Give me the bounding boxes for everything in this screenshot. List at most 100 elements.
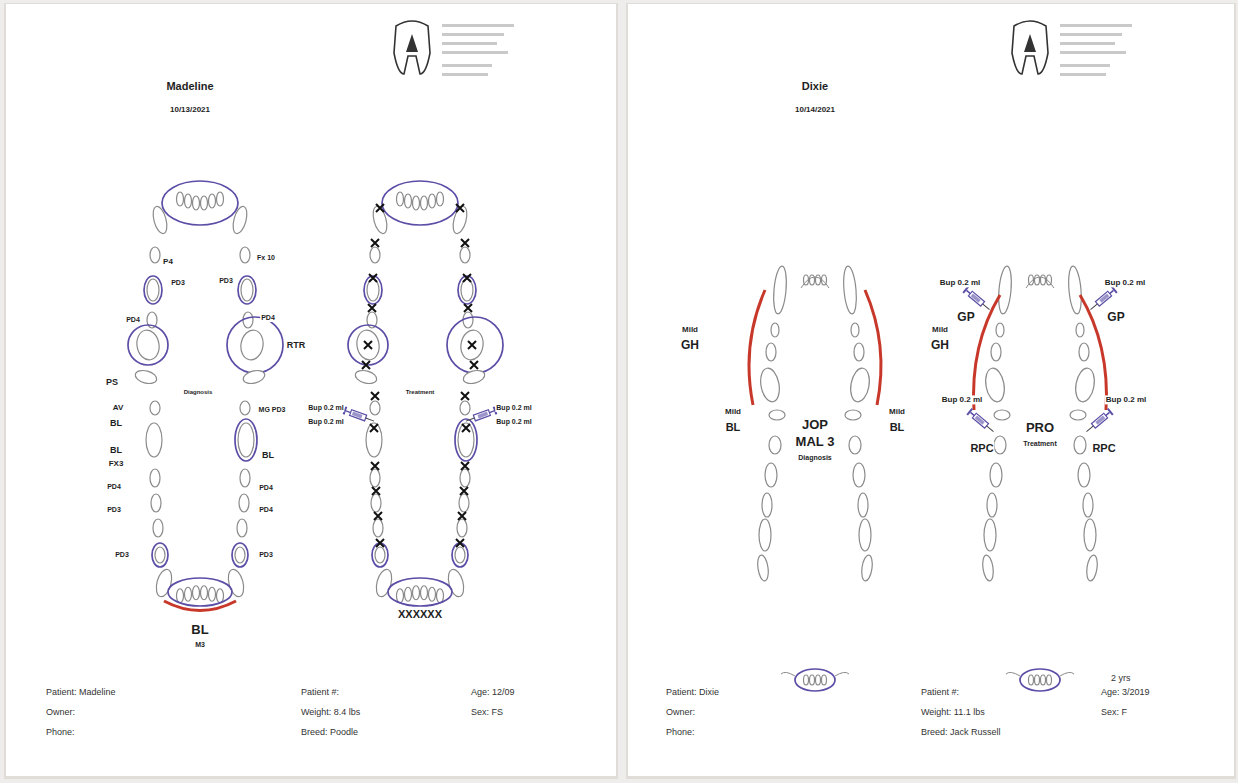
chart-annotation: Bup 0.2 ml: [495, 404, 532, 412]
tooth-outline: [243, 312, 253, 328]
chart-annotation: Diagnosis: [183, 389, 214, 396]
tooth-outline: [801, 277, 829, 288]
finding-circle: [128, 325, 168, 365]
chart-annotation: Mild: [681, 325, 699, 334]
tooth-outline: [413, 586, 420, 600]
footer-field: Age: 3/2019: [1100, 687, 1151, 697]
chart-annotation: PD3: [114, 551, 130, 559]
chart-annotation: PD4: [106, 483, 122, 491]
finding-circle: [168, 578, 232, 606]
tooth-outline: [1035, 675, 1040, 685]
extraction-mark: [370, 424, 378, 432]
chart-annotation: PD4: [258, 506, 274, 514]
tooth-outline: [240, 247, 250, 263]
tooth-outline: [1047, 675, 1052, 685]
tooth-outline: [370, 469, 380, 487]
tooth-outline: [756, 554, 770, 581]
tooth-outline: [437, 192, 444, 206]
tooth-outline: [851, 323, 859, 337]
tooth-outline: [758, 367, 782, 404]
finding-circle: [447, 317, 503, 373]
tooth-outline: [455, 547, 465, 563]
syringe-plunger: [1106, 412, 1110, 415]
extraction-mark: [463, 274, 471, 282]
tooth-outline: [771, 323, 779, 337]
syringe-barrel: [473, 410, 490, 421]
chart-annotation: XXXXXX: [397, 608, 443, 621]
extraction-mark: [461, 392, 469, 400]
tooth-outline: [239, 494, 249, 512]
chart-annotation: FX3: [108, 459, 125, 468]
footer-field: Sex: F: [1100, 707, 1128, 717]
extraction-mark: [376, 204, 384, 212]
chart-annotation: M3: [194, 641, 206, 649]
tooth-outline: [1074, 436, 1086, 454]
tooth-outline: [983, 367, 1007, 404]
extraction-mark: [371, 239, 379, 247]
patient-name: Madeline: [166, 80, 213, 93]
clinic-logo: [394, 21, 430, 74]
clinic-logo: [1012, 21, 1048, 74]
chart-page: Madeline10/13/2021: [6, 4, 616, 776]
tooth-outline: [1076, 323, 1084, 337]
clinic-address-bar: [1060, 73, 1106, 76]
tooth-outline: [146, 423, 162, 457]
syringe-plunger: [971, 412, 975, 415]
tooth-outline: [150, 401, 160, 415]
footer-field: Weight: 11.1 lbs: [920, 707, 986, 717]
clinic-logo: [1024, 34, 1036, 52]
finding-circle: [795, 669, 835, 691]
finding-circle: [162, 181, 238, 225]
chart-annotation: BL: [109, 445, 123, 455]
footer-field: Patient #:: [920, 687, 960, 697]
extraction-mark: [461, 239, 469, 247]
chart-annotation: Diagnosis: [797, 454, 832, 462]
syringe-fluid: [1095, 415, 1105, 424]
tooth-outline: [405, 587, 412, 601]
chart-annotation: Bup 0.2 ml: [307, 404, 344, 412]
tooth-outline: [201, 196, 208, 210]
chart-annotation: PD4: [258, 484, 274, 492]
tooth-outline: [458, 423, 474, 457]
tooth-outline: [1029, 675, 1034, 685]
tooth-outline: [766, 343, 776, 361]
syringe-plunger: [489, 411, 494, 413]
tooth-outline: [151, 494, 161, 512]
syringe-plunger: [966, 408, 973, 415]
tooth-outline: [460, 247, 470, 263]
chart-annotation: BL: [889, 421, 906, 434]
chart-annotation: RPC: [969, 442, 994, 455]
extraction-mark: [460, 487, 468, 495]
tooth-outline: [859, 519, 871, 551]
tooth-outline: [217, 589, 224, 603]
tooth-outline: [1041, 675, 1046, 685]
finding-circle: [232, 543, 248, 567]
page-shadow: [626, 3, 1236, 779]
tooth-outline: [848, 367, 872, 404]
tooth-outline: [370, 401, 380, 415]
tooth-outline: [1026, 277, 1054, 288]
tooth-outline: [457, 519, 467, 537]
chart-annotation: Bup 0.2 ml: [495, 418, 532, 426]
tooth-outline: [772, 266, 788, 315]
finding-circle: [235, 419, 257, 461]
chart-annotation: GH: [930, 339, 950, 353]
tooth-outline: [193, 586, 200, 600]
gum-line-mark: [1080, 295, 1106, 410]
extraction-mark: [369, 274, 377, 282]
chart-annotation: Treatment: [1022, 440, 1057, 448]
tooth-outline: [240, 401, 250, 415]
tooth-outline: [842, 266, 858, 315]
tooth-outline: [367, 279, 379, 301]
tooth-outline: [421, 196, 428, 210]
syringe-fluid: [971, 293, 981, 302]
chart-annotation: Mild: [888, 407, 906, 416]
footer-field: 2 yrs: [1110, 673, 1132, 683]
extraction-mark: [376, 539, 384, 547]
tooth-outline: [816, 675, 821, 685]
tooth-outline: [239, 328, 266, 361]
extraction-mark: [461, 462, 469, 470]
chart-annotation: Mild: [931, 325, 949, 334]
tooth-outline: [238, 423, 254, 457]
